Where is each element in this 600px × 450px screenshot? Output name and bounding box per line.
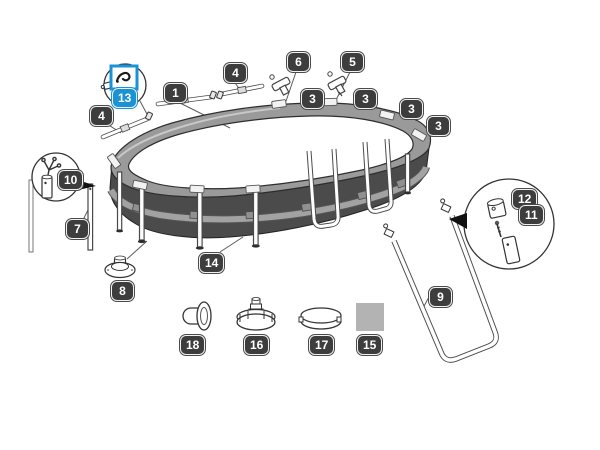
part-label-14: 14 bbox=[197, 252, 226, 274]
y-pin-icon bbox=[41, 156, 62, 176]
part-label-4b: 4 bbox=[223, 62, 248, 84]
part-label-1: 1 bbox=[163, 82, 188, 104]
repair-patch-15 bbox=[356, 303, 384, 331]
cap-part-12 bbox=[486, 198, 507, 219]
part-label-5: 5 bbox=[340, 51, 365, 73]
screw-part-11 bbox=[494, 220, 502, 238]
part-label-4a: 4 bbox=[89, 105, 114, 127]
part-label-16: 16 bbox=[242, 334, 271, 356]
rail-sleeves bbox=[107, 97, 427, 194]
part-label-10: 10 bbox=[56, 169, 85, 191]
leg-feet bbox=[116, 191, 412, 250]
part-label-11: 11 bbox=[518, 204, 545, 226]
cap-17 bbox=[298, 307, 342, 330]
part-label-13: 13 bbox=[110, 87, 139, 109]
part-label-3d: 3 bbox=[426, 115, 451, 137]
part-label-7: 7 bbox=[65, 218, 90, 240]
detached-leg-7 bbox=[28, 179, 94, 253]
leg-top-part bbox=[41, 174, 53, 199]
part-label-3b: 3 bbox=[353, 88, 378, 110]
part-label-3a: 3 bbox=[300, 88, 325, 110]
leg-foot-8 bbox=[104, 255, 136, 279]
installed-u-braces bbox=[306, 138, 394, 229]
part-label-6: 6 bbox=[286, 51, 311, 73]
t-joint-connector-5 bbox=[327, 71, 347, 97]
part-label-15: 15 bbox=[355, 334, 384, 356]
callout-pointer bbox=[449, 213, 467, 229]
part-label-3c: 3 bbox=[399, 98, 424, 120]
t-joint-connector-6 bbox=[269, 74, 291, 96]
part-label-8: 8 bbox=[110, 280, 135, 302]
drain-plug-18 bbox=[182, 301, 212, 331]
highlight-box bbox=[109, 64, 139, 91]
brace-tube-part bbox=[501, 235, 521, 265]
part-label-9: 9 bbox=[428, 286, 453, 308]
rail-highlight bbox=[117, 107, 281, 159]
valve-16 bbox=[236, 297, 276, 331]
top-rail-ring bbox=[110, 102, 432, 198]
u-brace-9 bbox=[383, 198, 499, 363]
pool-drawing bbox=[107, 97, 432, 250]
part-label-12: 12 bbox=[510, 188, 539, 210]
part-label-18: 18 bbox=[178, 334, 207, 356]
part-label-17: 17 bbox=[307, 334, 336, 356]
clip-pin-icon bbox=[115, 71, 131, 83]
